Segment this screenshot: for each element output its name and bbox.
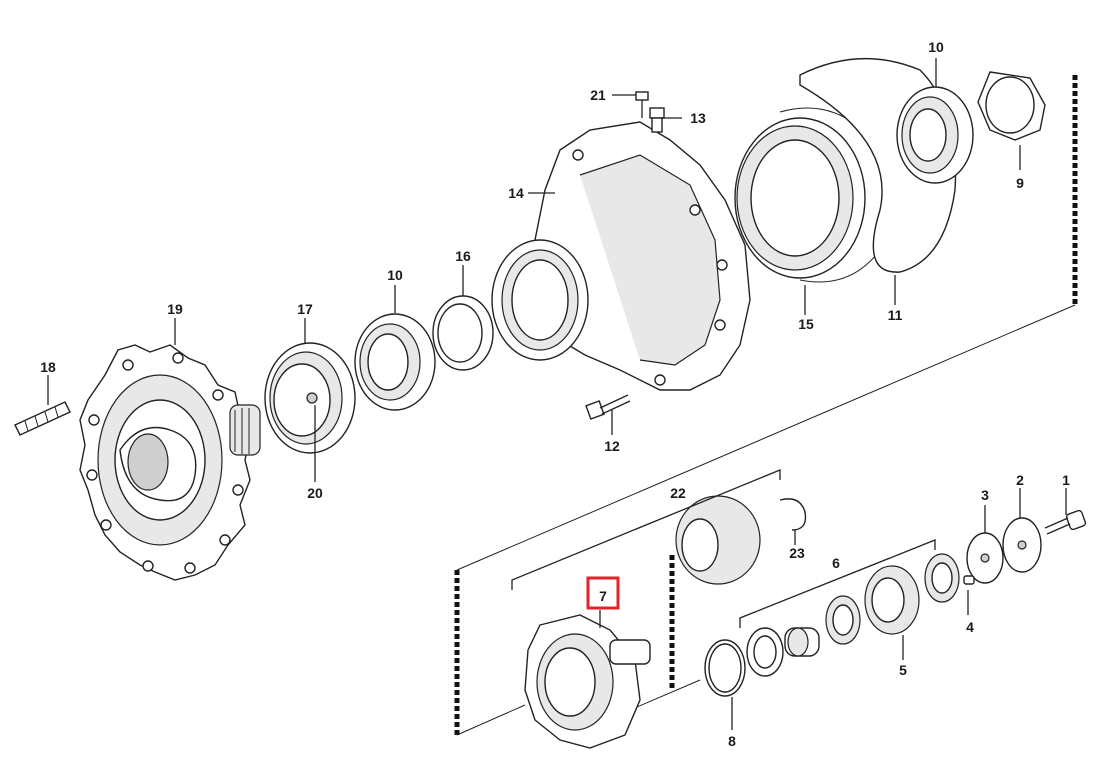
callout-18: 18 <box>40 359 56 375</box>
callout-12: 12 <box>604 438 620 454</box>
snap-ring-part-8 <box>704 639 746 697</box>
callout-17: 17 <box>297 301 313 317</box>
ring-gear-part-15 <box>734 107 893 283</box>
planet-gear-part-5 <box>864 565 920 635</box>
callout-16: 16 <box>455 248 471 264</box>
circlip-part-23 <box>779 498 807 531</box>
assembly-group-frame <box>454 75 1078 736</box>
callout-6: 6 <box>832 555 840 571</box>
callout-5: 5 <box>899 662 907 678</box>
callout-3: 3 <box>981 487 989 503</box>
ring-part-16 <box>432 295 494 371</box>
callout-15: 15 <box>798 316 814 332</box>
sun-gear-part-22 <box>675 495 761 585</box>
callout-14: 14 <box>508 185 524 201</box>
callout-1: 1 <box>1062 472 1070 488</box>
callout-7: 7 <box>599 588 607 604</box>
stud-part-18 <box>14 401 71 436</box>
needle-bearing-b <box>924 553 960 603</box>
washer-lower <box>746 627 784 677</box>
bearing-part-10-outer <box>896 86 974 184</box>
wheel-hub-part-19 <box>79 344 261 581</box>
callout-labels: 1 2 3 4 5 6 7 8 9 10 10 11 12 13 14 15 1… <box>40 39 1070 749</box>
callout-8: 8 <box>728 733 736 749</box>
washer-part-3 <box>966 532 1004 584</box>
planet-carrier-part-7 <box>524 614 651 749</box>
fitting-part-13 <box>649 107 665 133</box>
callout-13: 13 <box>690 110 706 126</box>
washer-part-2 <box>1002 517 1042 573</box>
callout-23: 23 <box>789 545 805 561</box>
callout-10-upper: 10 <box>928 39 944 55</box>
highlight-box-callout-7[interactable] <box>586 576 620 610</box>
callout-2: 2 <box>1016 472 1024 488</box>
callout-22: 22 <box>670 485 686 501</box>
needle-bearing-a <box>825 595 861 645</box>
callout-11: 11 <box>888 307 903 323</box>
bolt-part-1 <box>1044 509 1087 535</box>
bolt-part-12 <box>585 394 631 420</box>
bearing-part-10-inner <box>354 313 436 411</box>
housing-part-14 <box>491 121 751 391</box>
callout-9: 9 <box>1016 175 1024 191</box>
seal-part-17 <box>264 342 356 454</box>
spacer-lower <box>784 627 820 657</box>
leader-lines <box>47 58 1067 730</box>
pin-part-4 <box>963 575 975 585</box>
callout-10-lower: 10 <box>387 267 403 283</box>
callout-21: 21 <box>590 87 606 103</box>
group-brackets <box>511 469 936 628</box>
callout-20: 20 <box>307 485 323 501</box>
screw-part-21 <box>635 91 649 118</box>
lock-nut-part-9 <box>977 71 1046 141</box>
callout-4: 4 <box>966 619 974 635</box>
callout-19: 19 <box>167 301 183 317</box>
